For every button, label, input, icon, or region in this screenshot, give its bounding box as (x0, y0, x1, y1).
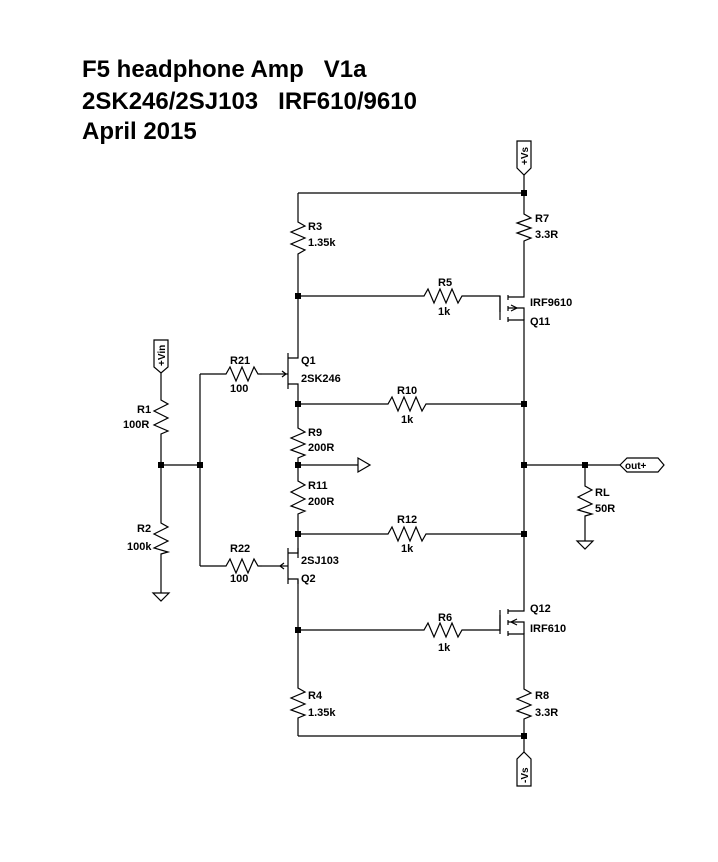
label-q11-part: IRF9610 (530, 297, 572, 309)
label-r10-value: 1k (401, 414, 414, 426)
resistor-r2 (152, 520, 171, 555)
label-q1-name: Q1 (301, 355, 316, 367)
label-r2-name: R2 (137, 523, 151, 535)
label-r9-value: 200R (308, 442, 334, 454)
resistor-r6 (420, 621, 466, 639)
label-r7-value: 3.3R (535, 229, 558, 241)
resistor-r9 (289, 425, 307, 460)
title-line-1: F5 headphone Amp V1a (82, 56, 367, 83)
port-vin: +Vin (153, 339, 169, 374)
label-r2-value: 100k (127, 541, 152, 553)
label-q12-part: IRF610 (530, 623, 566, 635)
label-r4-name: R4 (308, 690, 323, 702)
label-r5-name: R5 (438, 277, 452, 289)
resistor-r11 (289, 478, 307, 515)
title-line-2: 2SK246/2SJ103 IRF610/9610 (82, 88, 417, 115)
resistor-rl (576, 483, 595, 517)
wires (160, 175, 620, 752)
resistor-r21 (222, 365, 262, 383)
label-r22-name: R22 (230, 543, 250, 555)
label-r3-value: 1.35k (308, 237, 336, 249)
label-r11-value: 200R (308, 496, 334, 508)
junction-dots (158, 190, 588, 739)
label-r22-value: 100 (230, 573, 248, 585)
label-r1-value: 100R (123, 419, 149, 431)
label-r8-name: R8 (535, 690, 549, 702)
label-r6-value: 1k (438, 642, 451, 654)
label-r21-name: R21 (230, 355, 250, 367)
label-q2-name: Q2 (301, 573, 316, 585)
port-out-label: out+ (625, 461, 647, 472)
label-rl-name: RL (595, 487, 610, 499)
label-rl-value: 50R (595, 503, 615, 515)
label-r4-value: 1.35k (308, 707, 336, 719)
port-vs-pos-label: +Vs (520, 146, 531, 165)
ground-input (151, 592, 171, 602)
ground-symbols (151, 456, 595, 602)
resistor-r5 (420, 287, 466, 305)
label-r21-value: 100 (230, 383, 248, 395)
ground-rl (575, 540, 595, 550)
label-r12-name: R12 (397, 514, 417, 526)
label-r11-name: R11 (308, 480, 328, 492)
port-vs-neg-label: -Vs (520, 767, 531, 783)
label-q1-part: 2SK246 (301, 373, 341, 385)
transistor-q1 (278, 353, 299, 389)
resistor-r1 (152, 397, 170, 435)
component-labels: R3 1.35k R7 3.3R R5 1k IRF9610 Q11 R21 1… (123, 213, 615, 719)
resistors (152, 210, 595, 720)
port-vin-label: +Vin (157, 345, 168, 366)
title-line-3: April 2015 (82, 118, 197, 145)
resistor-r10 (384, 395, 428, 413)
resistor-r4 (289, 685, 307, 720)
label-r8-value: 3.3R (535, 707, 558, 719)
label-r12-value: 1k (401, 543, 414, 555)
resistor-r3 (289, 218, 307, 258)
label-r7-name: R7 (535, 213, 549, 225)
port-out: out+ (619, 457, 665, 473)
port-vs-pos: +Vs (516, 140, 532, 176)
transistor-q11 (499, 290, 525, 333)
ground-mid (357, 456, 372, 474)
resistor-r12 (384, 525, 428, 543)
label-r1-name: R1 (137, 404, 151, 416)
label-q2-part: 2SJ103 (301, 555, 339, 567)
resistor-r22 (222, 557, 262, 575)
transistor-q12 (499, 600, 525, 643)
label-r3-name: R3 (308, 221, 322, 233)
port-vs-neg: -Vs (516, 751, 532, 787)
label-r10-name: R10 (397, 385, 417, 397)
resistor-r8 (515, 686, 533, 720)
label-q12-name: Q12 (530, 603, 551, 615)
label-r5-value: 1k (438, 306, 451, 318)
label-r6-name: R6 (438, 612, 452, 624)
transistor-q2 (278, 548, 299, 584)
label-r9-name: R9 (308, 427, 322, 439)
resistor-r7 (515, 210, 533, 243)
label-q11-name: Q11 (530, 316, 550, 328)
